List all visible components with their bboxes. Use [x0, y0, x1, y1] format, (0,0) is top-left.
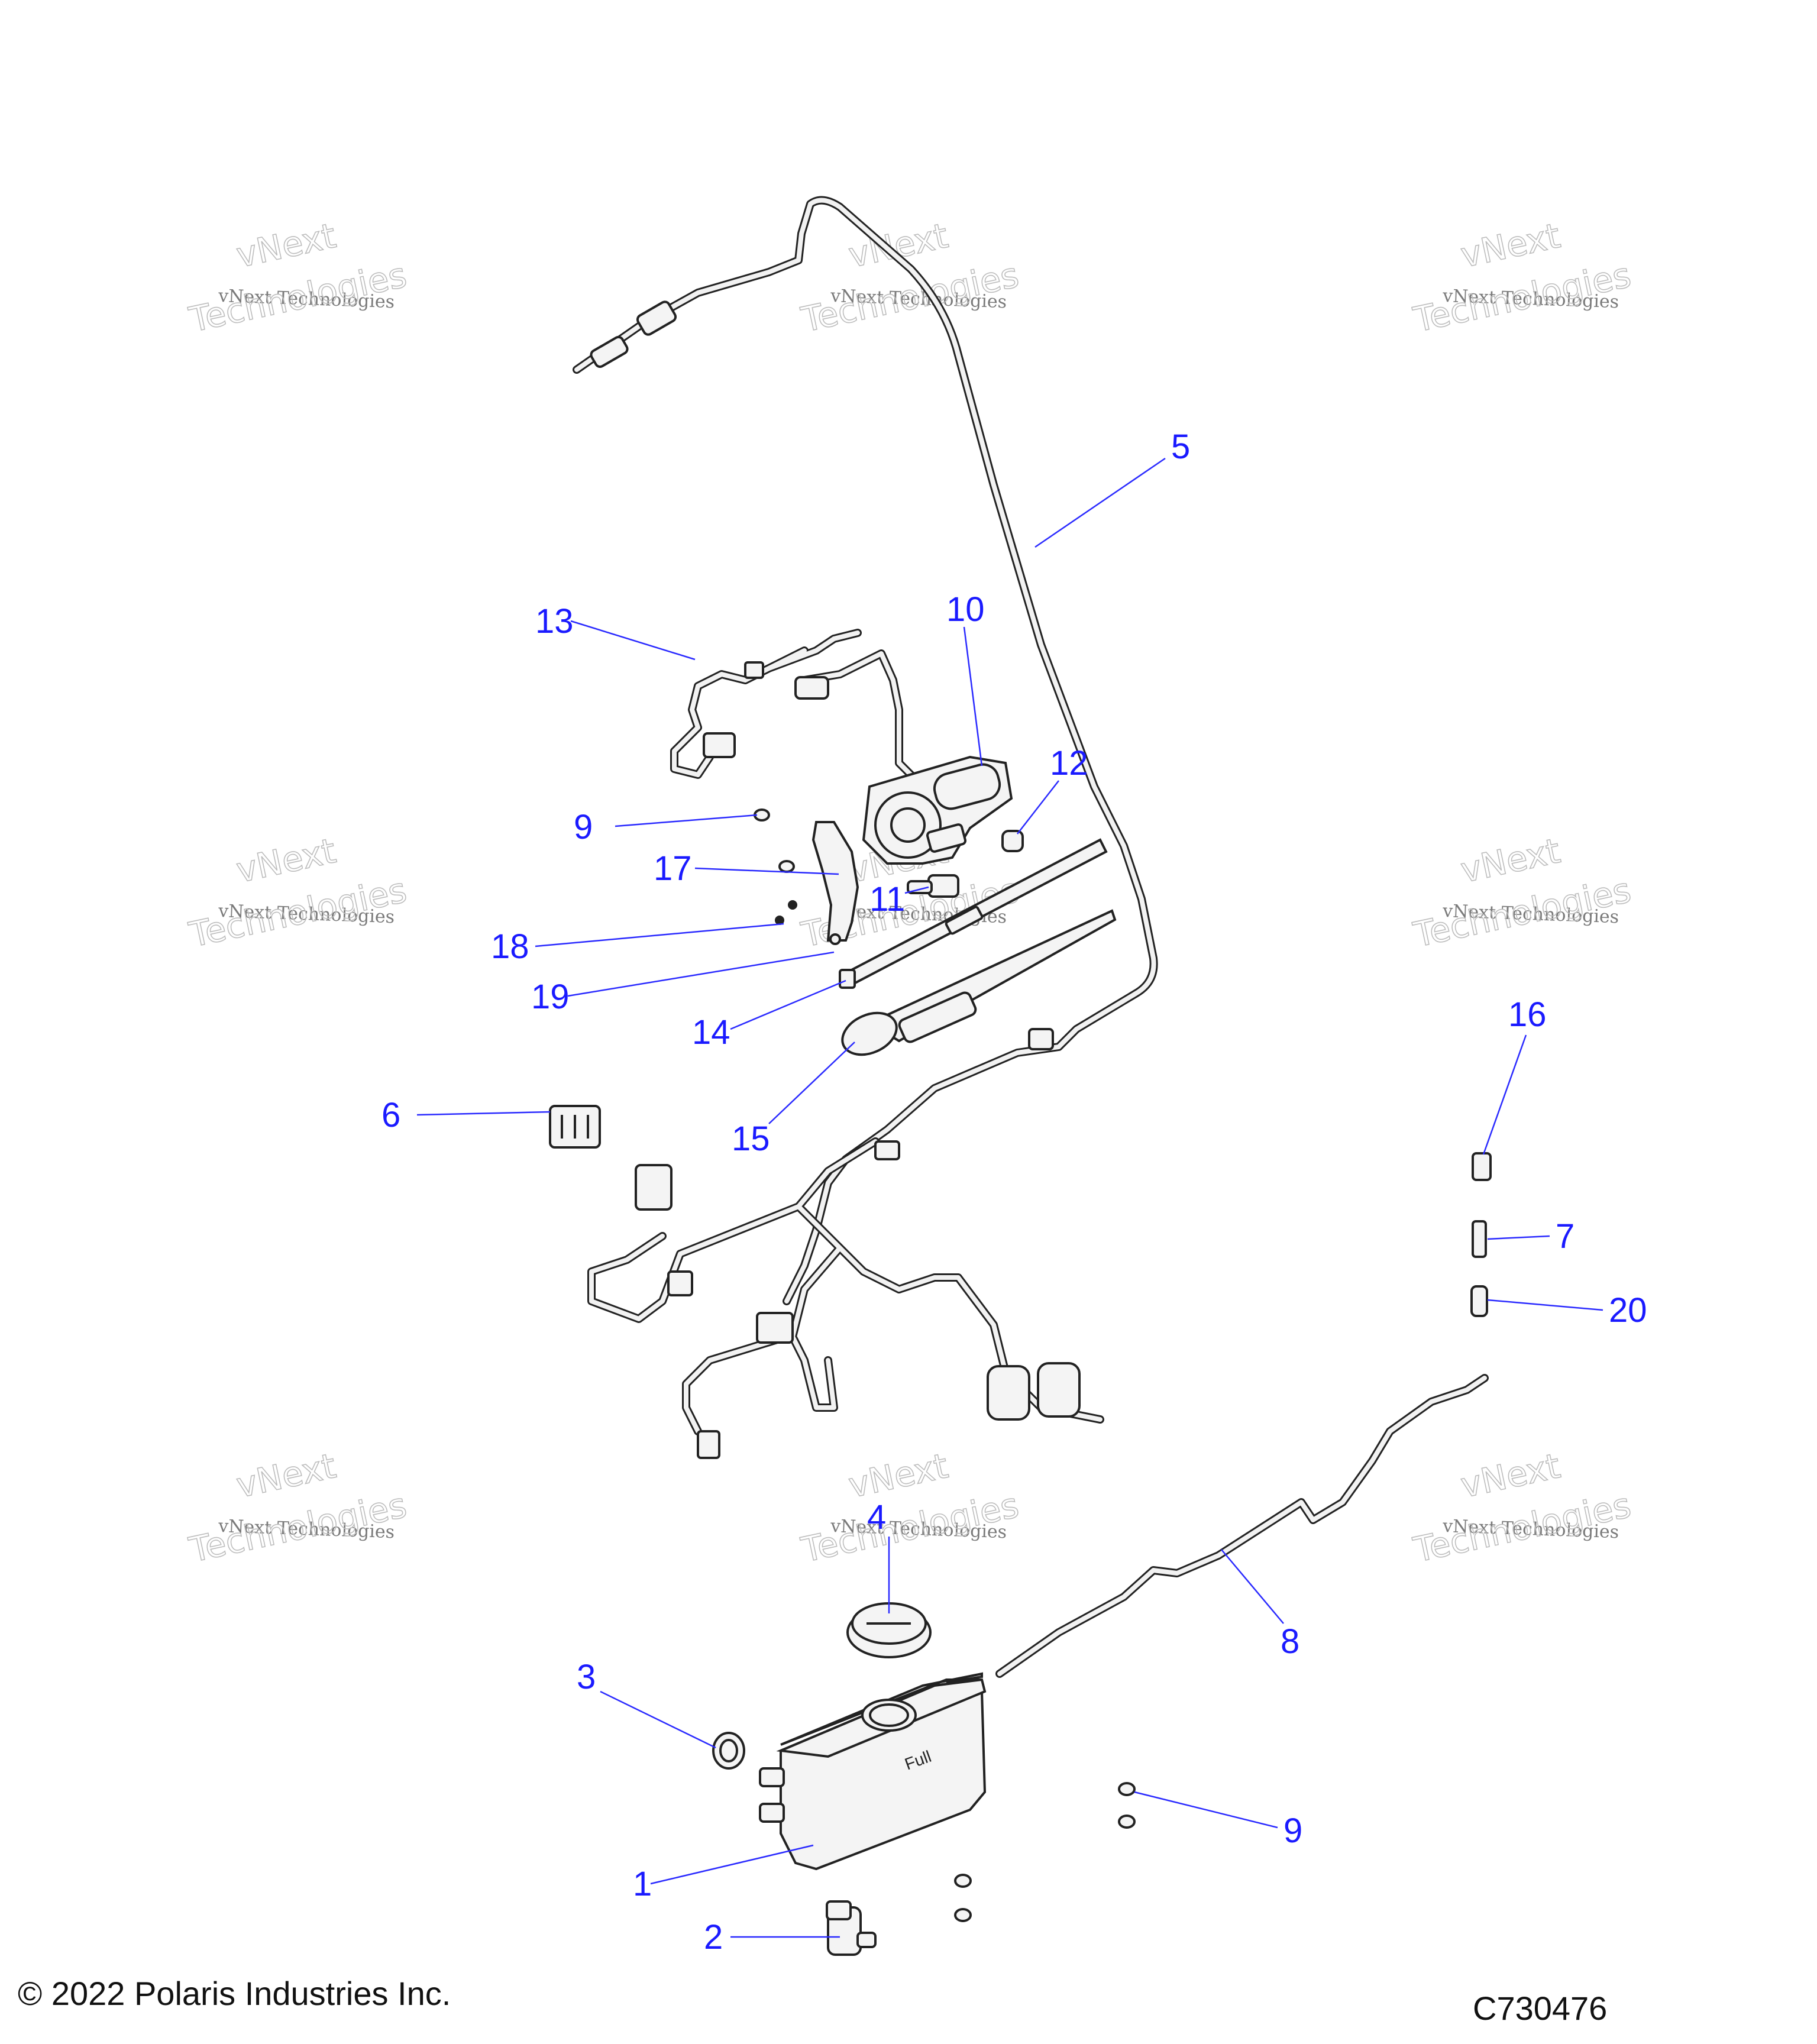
- part-8-washer-hose: [995, 1374, 1489, 1678]
- callout-14: 14: [692, 1013, 730, 1052]
- callout-1: 1: [633, 1865, 652, 1903]
- svg-text:vNext: vNext: [1457, 1445, 1564, 1506]
- part-4-filler-cap: [846, 1602, 932, 1658]
- part-2-washer-pump: [826, 1900, 877, 1956]
- watermark-mid-right: vNext vNext Technologies Technologies: [1409, 830, 1635, 955]
- part-5-harness: [573, 196, 1158, 1305]
- callout-9-lower: 9: [1283, 1812, 1302, 1850]
- callout-17: 17: [654, 849, 692, 888]
- callout-20: 20: [1609, 1291, 1647, 1330]
- bracket: [811, 821, 859, 942]
- callout-12: 12: [1050, 744, 1088, 782]
- callout-8: 8: [1281, 1622, 1299, 1661]
- svg-text:vNext: vNext: [1457, 215, 1564, 276]
- svg-text:vNext: vNext: [1457, 830, 1564, 891]
- callout-19: 19: [531, 978, 570, 1016]
- svg-text:Technologies: Technologies: [1410, 255, 1635, 340]
- lower-harness: [587, 1137, 1104, 1459]
- part-11-spindle: [907, 874, 959, 898]
- watermark-top-left: vNext vNext Technologies Technologies: [185, 215, 410, 340]
- callout-5: 5: [1171, 428, 1190, 466]
- callout-16: 16: [1508, 995, 1547, 1034]
- svg-text:Technologies: Technologies: [1410, 870, 1635, 955]
- part-6-connector: [549, 1105, 601, 1149]
- svg-text:Technologies: Technologies: [798, 1485, 1023, 1570]
- svg-text:vNext: vNext: [233, 1445, 340, 1506]
- watermark-mid-left: vNext vNext Technologies Technologies: [185, 830, 410, 955]
- part-10-wiper-motor: [862, 755, 1013, 865]
- part-14-wiper-blade: [839, 838, 1108, 989]
- svg-text:Technologies: Technologies: [186, 255, 410, 340]
- callout-15: 15: [732, 1120, 770, 1158]
- part-12-cap: [1001, 830, 1024, 852]
- fasteners-lower: [954, 1782, 1136, 1922]
- callout-10: 10: [946, 590, 985, 629]
- callout-6: 6: [381, 1096, 400, 1134]
- callouts: 1 2 3 4 5 6 7 8 9 9 10 11 12 13 14 15 16…: [381, 428, 1647, 1956]
- watermark-top-center: vNext vNext Technologies Technologies: [797, 215, 1023, 340]
- watermark-top-right: vNext vNext Technologies Technologies: [1409, 215, 1635, 340]
- callout-9-upper: 9: [574, 808, 593, 846]
- diagram-id: C730476: [1473, 1990, 1607, 2027]
- leader-lines: [416, 457, 1603, 1938]
- copyright-text: © 2022 Polaris Industries Inc.: [18, 1975, 451, 2012]
- part-15-wiper-arm: [841, 909, 1117, 1056]
- callout-18: 18: [491, 927, 529, 966]
- callout-11: 11: [869, 880, 905, 918]
- part-3-grommet: [712, 1732, 745, 1770]
- watermark-bottom-left: vNext vNext Technologies Technologies: [185, 1445, 410, 1570]
- part-20-valve: [1470, 1285, 1488, 1317]
- svg-text:vNext: vNext: [845, 1445, 952, 1506]
- svg-text:Technologies: Technologies: [1410, 1485, 1635, 1570]
- watermark-bottom-right: vNext vNext Technologies Technologies: [1409, 1445, 1635, 1570]
- callout-13: 13: [535, 602, 574, 641]
- callout-3: 3: [577, 1658, 596, 1696]
- svg-text:Technologies: Technologies: [186, 870, 410, 955]
- part-7-tube: [1472, 1220, 1487, 1258]
- callout-7: 7: [1556, 1217, 1574, 1256]
- svg-text:Technologies: Technologies: [186, 1485, 410, 1570]
- part-13-motor-harness: [670, 629, 915, 779]
- svg-text:vNext: vNext: [233, 215, 340, 276]
- part-16-fitting: [1472, 1152, 1492, 1181]
- svg-text:vNext: vNext: [233, 830, 340, 891]
- callout-2: 2: [704, 1918, 723, 1956]
- watermark-bottom-center: vNext vNext Technologies Technologies: [797, 1445, 1023, 1570]
- part-1-reservoir-tank: Full: [759, 1672, 987, 1871]
- callout-4: 4: [867, 1498, 886, 1537]
